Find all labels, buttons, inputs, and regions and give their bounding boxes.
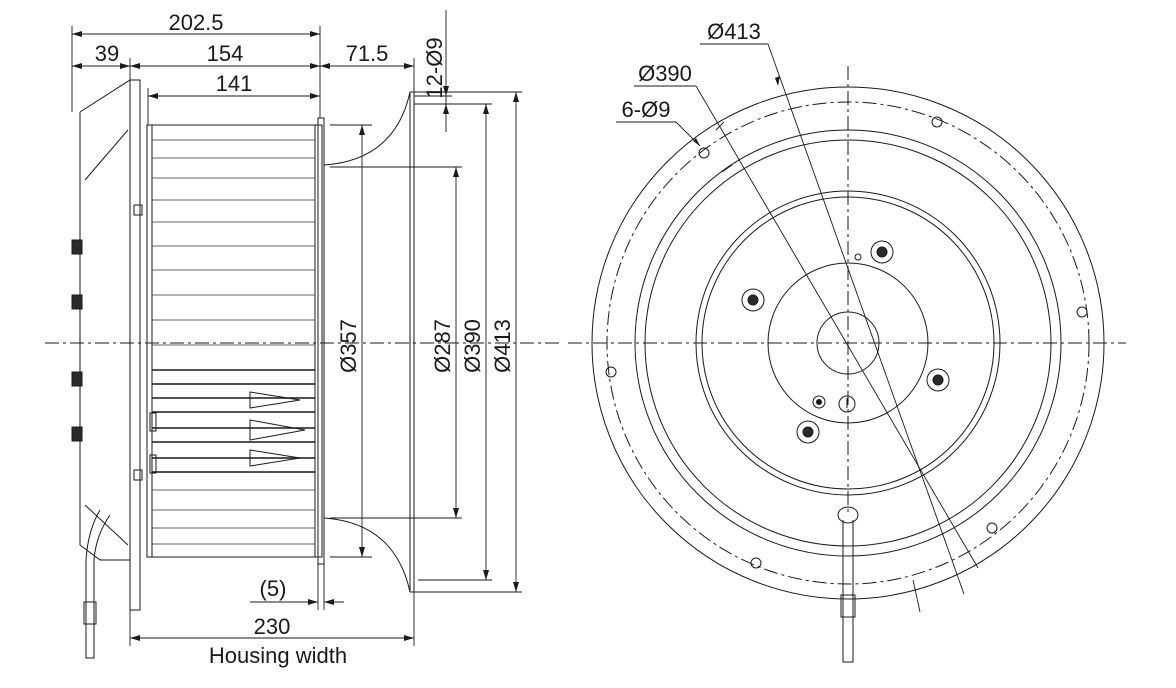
side-dimensions — [71, 10, 522, 646]
dim-blade-length: 141 — [216, 71, 253, 96]
dim-inlet-length: 71.5 — [346, 41, 389, 66]
mount-hole — [605, 366, 617, 378]
mounting-plate — [129, 79, 141, 611]
dim-gap: (5) — [260, 576, 287, 601]
cable-outlet — [837, 506, 859, 663]
dim-diameter-390: Ø390 — [460, 319, 485, 373]
mount-hole — [931, 116, 943, 128]
mount-hole — [698, 147, 710, 159]
dim-diameter-357: Ø357 — [336, 319, 361, 373]
front-leaders — [616, 43, 979, 613]
terminal-bolt — [71, 239, 83, 255]
blade-lines — [152, 139, 315, 545]
terminal-bolt — [71, 371, 83, 387]
shaft-circle — [816, 311, 880, 375]
dim-rotor-length: 154 — [207, 41, 244, 66]
inlet-ring — [317, 91, 415, 593]
terminal-bolt — [71, 426, 83, 442]
dim-overall-length: 202.5 — [168, 10, 223, 35]
inlet-inner-circle — [644, 139, 1052, 547]
hub-bolt — [870, 240, 894, 264]
dim-mount-holes-side: 12-Ø9 — [422, 37, 447, 98]
front-view: Ø413 Ø390 6-Ø9 — [568, 19, 1126, 663]
hub-bolt — [796, 420, 820, 444]
front-dim-diameter-390: Ø390 — [638, 61, 692, 86]
motor-hub-circle — [767, 262, 929, 424]
front-dim-mount-holes: 6-Ø9 — [622, 97, 671, 122]
outer-flange-circle — [591, 86, 1105, 600]
inlet-outer-circle — [634, 129, 1062, 557]
dim-flange-offset: 39 — [95, 41, 119, 66]
hub-bolt — [926, 368, 950, 392]
terminal-bolt — [71, 294, 83, 310]
impeller — [146, 124, 323, 558]
impeller-inner-circle — [701, 196, 995, 490]
dim-diameter-413: Ø413 — [490, 319, 515, 373]
motor-housing — [71, 79, 131, 659]
hub-bolt — [741, 288, 765, 312]
mount-hole — [1076, 306, 1088, 318]
ground-symbol — [812, 395, 826, 409]
front-dim-diameter-413: Ø413 — [707, 19, 761, 44]
impeller-outer-circle — [695, 190, 1001, 496]
dim-diameter-287: Ø287 — [430, 319, 455, 373]
bolt-circle — [606, 101, 1090, 585]
earth-mark — [838, 395, 856, 413]
side-view: 202.5 39 154 71.5 141 12-Ø9 Ø357 Ø287 Ø3… — [45, 10, 560, 668]
mount-hole — [986, 522, 998, 534]
cable — [85, 509, 101, 655]
mount-hole — [750, 557, 762, 569]
dim-housing-width: 230 — [254, 614, 291, 639]
housing-width-label: Housing width — [209, 643, 347, 668]
